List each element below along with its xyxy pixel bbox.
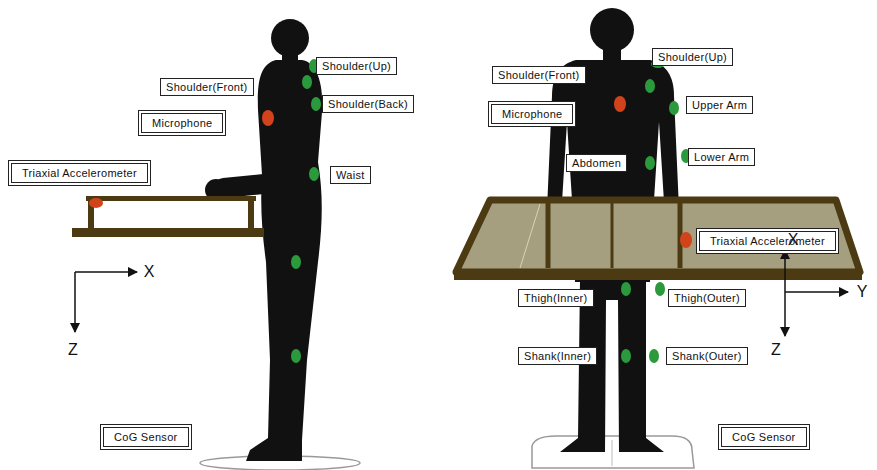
accelerometer-marker	[680, 232, 692, 248]
sensor-label: Shank(Inner)	[518, 347, 597, 365]
device-label: CoG Sensor	[718, 424, 810, 450]
sensor-label: Lower Arm	[688, 148, 755, 166]
sensor-markers	[621, 60, 691, 363]
axis-label: Y	[857, 283, 868, 301]
sensor-markers	[291, 59, 321, 363]
sensor-label: Upper Arm	[686, 96, 753, 114]
sensor-label: Shoulder(Up)	[652, 48, 733, 66]
device-label: Triaxial Accelerometer	[696, 228, 839, 254]
sensor-label: Waist	[330, 166, 371, 184]
label-text: Shank(Inner)	[524, 349, 591, 363]
device-label: Microphone	[138, 110, 226, 136]
sensor-label: Shoulder(Front)	[492, 66, 586, 84]
sensor-label: Thigh(Outer)	[668, 289, 746, 307]
microphone-marker	[614, 96, 626, 112]
label-text: Abdomen	[572, 156, 621, 170]
label-text: Triaxial Accelerometer	[710, 234, 825, 248]
front-view-figure	[454, 8, 862, 468]
axis	[784, 250, 786, 292]
label-text: Shank(Outer)	[672, 349, 742, 363]
label-text: Triaxial Accelerometer	[22, 166, 137, 180]
side-view-figure	[72, 19, 360, 470]
sensor-label: Abdomen	[566, 154, 627, 172]
label-text: CoG Sensor	[114, 430, 178, 444]
sensor-label: Shoulder(Back)	[322, 95, 414, 113]
label-text: Upper Arm	[692, 98, 747, 112]
microphone-marker	[262, 110, 274, 126]
sensor-label: Shoulder(Up)	[316, 57, 397, 75]
sensor-label: Shoulder(Front)	[160, 78, 254, 96]
label-text: Lower Arm	[694, 150, 749, 164]
sensor-label: Thigh(Inner)	[518, 289, 594, 307]
axis	[785, 291, 848, 293]
sensor-label: Shank(Outer)	[666, 347, 748, 365]
label-text: Shoulder(Up)	[322, 59, 391, 73]
device-label: Triaxial Accelerometer	[8, 160, 151, 186]
label-text: Shoulder(Back)	[328, 97, 408, 111]
axis	[74, 272, 76, 332]
label-text: Shoulder(Front)	[498, 68, 580, 82]
table	[456, 200, 860, 272]
label-text: Shoulder(Up)	[658, 50, 727, 64]
axis	[75, 271, 137, 273]
axis-label: Z	[771, 341, 781, 359]
accelerometer-marker	[89, 198, 103, 208]
cog-platform	[532, 436, 694, 468]
axis-label: Z	[68, 341, 78, 359]
label-text: Microphone	[502, 107, 562, 121]
label-text: Thigh(Outer)	[674, 291, 740, 305]
axis	[784, 292, 786, 336]
axis-label: X	[788, 231, 799, 249]
device-label: Microphone	[488, 101, 576, 127]
label-text: Waist	[336, 168, 365, 182]
axis-label: X	[144, 263, 155, 281]
label-text: Thigh(Inner)	[524, 291, 588, 305]
device-label: CoG Sensor	[100, 424, 192, 450]
label-text: Shoulder(Front)	[166, 80, 248, 94]
label-text: Microphone	[152, 116, 212, 130]
label-text: CoG Sensor	[732, 430, 796, 444]
table	[72, 228, 264, 237]
